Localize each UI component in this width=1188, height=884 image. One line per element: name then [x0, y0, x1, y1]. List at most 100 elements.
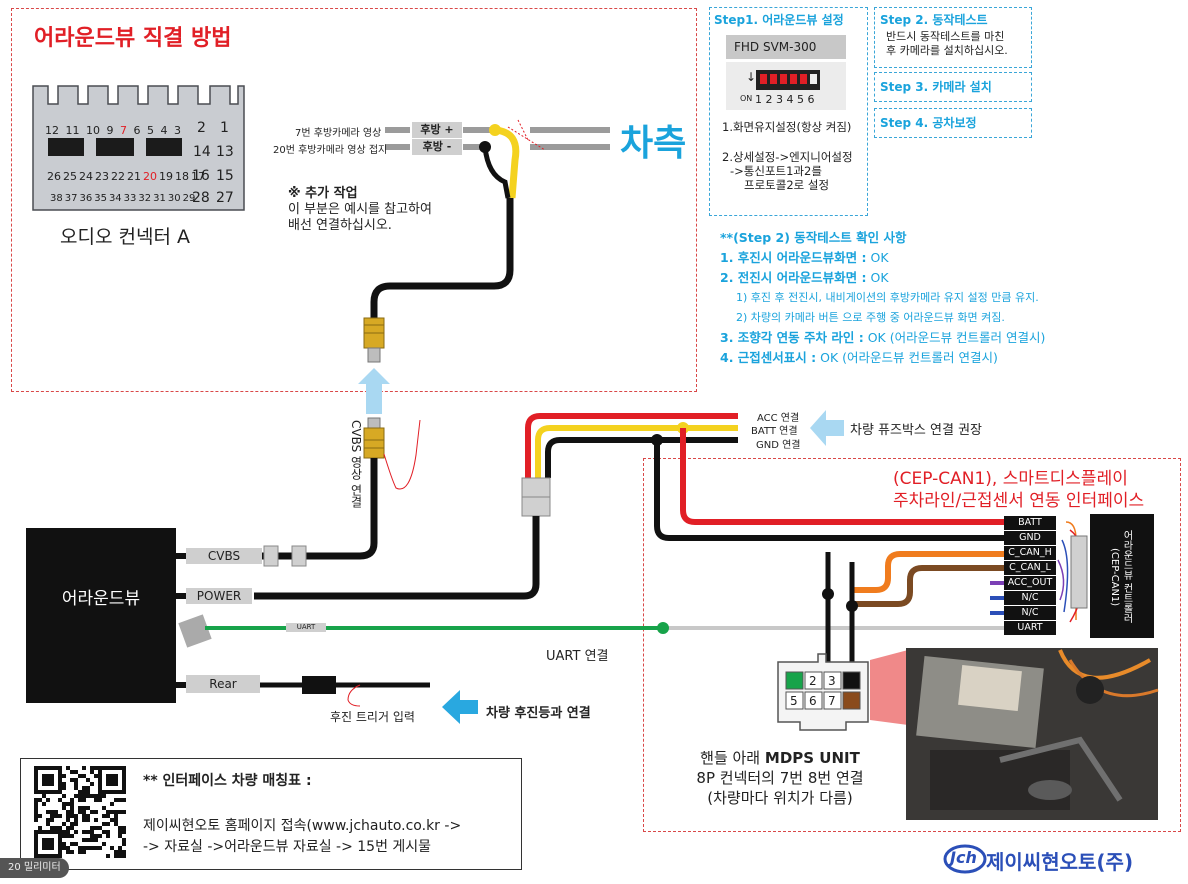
qr-module — [54, 814, 58, 818]
dip-numbers: 1 2 3 4 5 6 — [755, 93, 815, 106]
qr-module — [86, 786, 90, 790]
qr-module — [122, 850, 126, 854]
qr-module — [70, 842, 74, 846]
mdps-pointer — [870, 650, 908, 725]
cep-pin-can-h: C_CAN_H — [1004, 546, 1056, 560]
matching-table-box — [20, 758, 522, 870]
reverse-connect-label: 차량 후진등과 연결 — [486, 706, 591, 721]
qr-module — [98, 798, 102, 802]
mdps-pin-3: 3 — [828, 674, 836, 688]
cep-pin-uart: UART — [1004, 621, 1056, 635]
qr-module — [90, 794, 94, 798]
qr-module — [106, 790, 110, 794]
qr-module — [50, 846, 54, 850]
qr-code-pattern — [34, 766, 126, 858]
power-port-label: POWER — [186, 588, 252, 604]
connector-pin-28: 28 — [192, 190, 210, 206]
qr-module — [122, 766, 126, 770]
qr-module — [34, 770, 38, 774]
qr-module — [102, 814, 106, 818]
qr-module — [86, 830, 90, 834]
direct-connection-frame — [11, 8, 697, 392]
qr-module — [34, 790, 38, 794]
qr-module — [106, 782, 110, 786]
qr-module — [42, 842, 46, 846]
audio-connector-a-graphic — [32, 85, 245, 211]
gnd-label: GND 연결 — [756, 440, 801, 451]
step2-line1: 반드시 동작테스트를 마친 — [886, 30, 1005, 43]
step3-label: Step 3. 카메라 설치 — [880, 80, 992, 94]
qr-module — [58, 838, 62, 842]
qr-module — [58, 774, 62, 778]
qr-module — [78, 774, 82, 778]
qr-module — [46, 782, 50, 786]
step4-label: Step 4. 공차보정 — [880, 116, 977, 130]
qr-module — [106, 774, 110, 778]
qr-module — [114, 814, 118, 818]
qr-module — [94, 818, 98, 822]
qr-module — [102, 794, 106, 798]
qr-code[interactable] — [34, 766, 126, 858]
qr-module — [46, 778, 50, 782]
qr-module — [70, 814, 74, 818]
qr-module — [98, 834, 102, 838]
pin: 12 — [45, 124, 59, 137]
qr-module — [50, 854, 54, 858]
qr-module — [58, 826, 62, 830]
qr-module — [98, 790, 102, 794]
qr-module — [50, 814, 54, 818]
camera-wires — [370, 119, 610, 318]
qr-module — [82, 810, 86, 814]
qr-module — [46, 798, 50, 802]
qr-module — [102, 830, 106, 834]
around-view-unit: 어라운드뷰 — [26, 528, 176, 703]
qr-module — [122, 790, 126, 794]
pin: 23 — [95, 170, 109, 183]
dip-switch — [770, 74, 777, 84]
qr-module — [58, 786, 62, 790]
pin: 30 — [167, 193, 181, 204]
pin: 18 — [175, 170, 189, 183]
qr-module — [38, 830, 42, 834]
cam-wire-label-1: 7번 후방카메라 영상 — [295, 128, 382, 139]
qr-module — [66, 802, 70, 806]
qr-module — [90, 846, 94, 850]
qr-module — [82, 790, 86, 794]
qr-module — [34, 834, 38, 838]
mdps-line1: 핸들 아래 MDPS UNIT — [700, 749, 860, 767]
qr-module — [62, 782, 66, 786]
qr-module — [58, 850, 62, 854]
pin: 11 — [65, 124, 80, 137]
qr-module — [70, 770, 74, 774]
pin: 36 — [79, 193, 93, 204]
qr-module — [34, 786, 38, 790]
qr-module — [58, 846, 62, 850]
reverse-arrow — [442, 690, 478, 724]
qr-module — [78, 806, 82, 810]
qr-module — [118, 810, 122, 814]
qr-module — [82, 774, 86, 778]
qr-module — [82, 766, 86, 770]
qr-module — [122, 826, 126, 830]
qr-module — [74, 778, 78, 782]
qr-module — [34, 774, 38, 778]
qr-module — [114, 818, 118, 822]
pin: 38 — [50, 193, 63, 204]
qr-module — [46, 854, 50, 858]
dip-switch — [790, 74, 797, 84]
step1-line2: 2.상세설정->엔지니어설정 — [722, 150, 853, 164]
step1-line1: 1.화면유지설정(항상 켜짐) — [722, 120, 852, 134]
qr-module — [98, 782, 102, 786]
qr-module — [114, 854, 118, 858]
qr-module — [62, 786, 66, 790]
on-arrow-icon: ↓ — [746, 70, 757, 84]
cep-pin-nc-2: N/C — [1004, 606, 1056, 620]
qr-module — [34, 802, 38, 806]
cvbs-port-label: CVBS — [186, 548, 262, 564]
qr-module — [62, 834, 66, 838]
connector-pin-16: 16 — [192, 168, 210, 184]
qr-module — [106, 778, 110, 782]
qr-module — [34, 806, 38, 810]
pin: 24 — [79, 170, 93, 183]
